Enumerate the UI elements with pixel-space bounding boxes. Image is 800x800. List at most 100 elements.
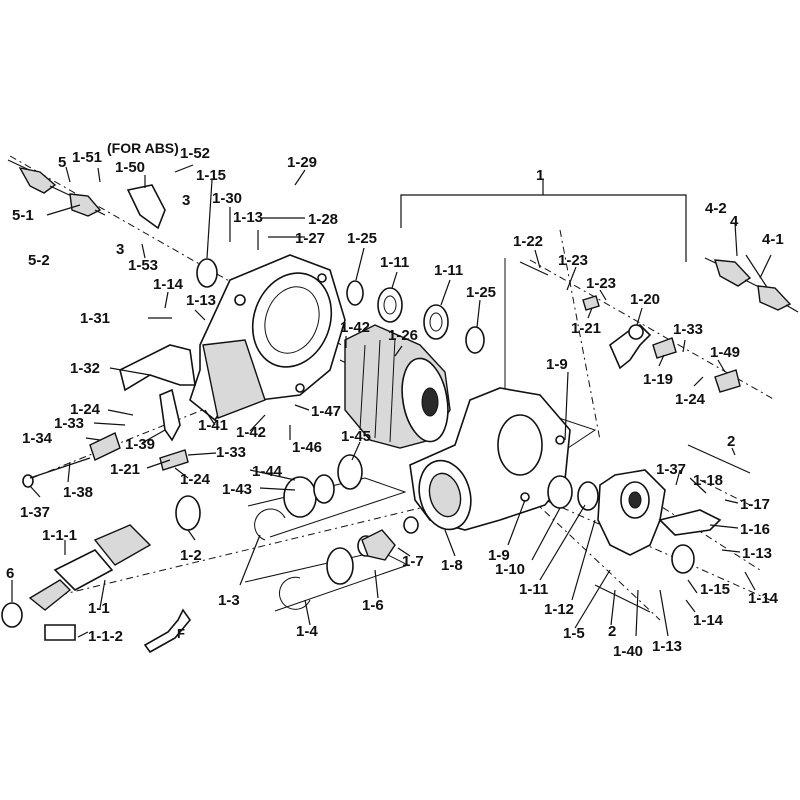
- label-1-11: 1-11: [519, 581, 548, 598]
- seals-and-bearings: [1, 258, 695, 628]
- label-1-1: 1-1: [88, 600, 110, 617]
- label-1-34: 1-34: [22, 430, 53, 447]
- label-4-1: 4-1: [762, 231, 784, 248]
- label-1-9: 1-9: [546, 356, 568, 373]
- left-case-housing: [189, 254, 346, 422]
- label-1-23: 1-23: [586, 275, 616, 292]
- label-1-11: 1-11: [434, 262, 463, 279]
- label-1-42: 1-42: [236, 424, 266, 441]
- label-1-25: 1-25: [347, 230, 377, 247]
- label-1-50: 1-50: [115, 159, 145, 176]
- label-1-24: 1-24: [70, 401, 101, 418]
- left-drive-shaft: [7, 159, 106, 217]
- label-1-32: 1-32: [70, 360, 100, 377]
- label-1-10: 1-10: [495, 561, 525, 578]
- label-1-1-2: 1-1-2: [88, 628, 123, 645]
- label-1-27: 1-27: [295, 230, 325, 247]
- label-1-2: 1-2: [180, 547, 202, 564]
- label-3: 3: [116, 241, 124, 258]
- part-labels: 1 5 5-1 5-2 1-51 (FOR ABS) 1-50 1-52 1-1…: [6, 140, 784, 660]
- linkage-bracket: [119, 184, 196, 392]
- label-1-31: 1-31: [80, 310, 110, 327]
- right-drive-shaft: [704, 257, 799, 313]
- label-4-2: 4-2: [705, 200, 727, 217]
- label-for-abs: (FOR ABS): [107, 140, 179, 156]
- label-1-5: 1-5: [563, 625, 585, 642]
- label-1-43: 1-43: [222, 481, 252, 498]
- label-3: 3: [182, 192, 190, 209]
- label-1-49: 1-49: [710, 344, 740, 361]
- label-1-19: 1-19: [643, 371, 673, 388]
- propeller-shaft-yoke: [28, 524, 152, 641]
- label-1-44: 1-44: [252, 463, 283, 480]
- label-1-1-1: 1-1-1: [42, 527, 77, 544]
- label-1-47: 1-47: [311, 403, 341, 420]
- label-1-30: 1-30: [212, 190, 242, 207]
- label-1-13: 1-13: [652, 638, 682, 655]
- label-1-53: 1-53: [128, 257, 158, 274]
- label-1-3: 1-3: [218, 592, 240, 609]
- leader-lines: [11, 164, 756, 638]
- label-4: 4: [730, 213, 739, 230]
- label-1-28: 1-28: [308, 211, 338, 228]
- label-5: 5: [58, 154, 66, 171]
- label-1: 1: [536, 167, 544, 184]
- label-1-13: 1-13: [742, 545, 772, 562]
- label-5-2: 5-2: [28, 252, 50, 269]
- label-1-42: 1-42: [340, 319, 370, 336]
- front-marker-label: F: [177, 626, 185, 641]
- label-1-37: 1-37: [656, 461, 686, 478]
- label-1-22: 1-22: [513, 233, 543, 250]
- label-1-7: 1-7: [402, 553, 424, 570]
- label-1-33: 1-33: [216, 444, 246, 461]
- label-1-24: 1-24: [180, 471, 211, 488]
- label-1-16: 1-16: [740, 521, 770, 538]
- label-1-46: 1-46: [292, 439, 322, 456]
- label-1-21: 1-21: [110, 461, 140, 478]
- label-1-15: 1-15: [196, 167, 226, 184]
- label-1-13: 1-13: [233, 209, 263, 226]
- label-1-52: 1-52: [180, 145, 210, 162]
- label-1-25: 1-25: [466, 284, 496, 301]
- label-1-8: 1-8: [441, 557, 463, 574]
- label-1-17: 1-17: [740, 496, 770, 513]
- label-1-26: 1-26: [388, 327, 418, 344]
- label-1-12: 1-12: [544, 601, 574, 618]
- center-case-housing: [409, 387, 571, 531]
- shift-shafts-and-springs: [29, 261, 751, 613]
- label-1-13: 1-13: [186, 292, 216, 309]
- label-1-39: 1-39: [125, 436, 155, 453]
- label-1-33: 1-33: [54, 415, 84, 432]
- label-5-1: 5-1: [12, 207, 34, 224]
- label-1-24: 1-24: [675, 391, 706, 408]
- label-1-14: 1-14: [153, 276, 184, 293]
- label-1-41: 1-41: [198, 417, 228, 434]
- label-1-38: 1-38: [63, 484, 93, 501]
- label-1-4: 1-4: [296, 623, 318, 640]
- snap-rings: [254, 508, 311, 610]
- shift-fork-parts: [159, 324, 652, 471]
- label-1-29: 1-29: [287, 154, 317, 171]
- label-1-21: 1-21: [571, 320, 601, 337]
- label-1-11: 1-11: [380, 254, 409, 271]
- label-1-33: 1-33: [673, 321, 703, 338]
- bracket-group-1: [400, 180, 687, 262]
- label-1-15: 1-15: [700, 581, 730, 598]
- label-1-14: 1-14: [748, 590, 779, 607]
- label-1-18: 1-18: [693, 472, 723, 489]
- label-1-45: 1-45: [341, 428, 371, 445]
- label-1-20: 1-20: [630, 291, 660, 308]
- label-1-40: 1-40: [613, 643, 643, 660]
- label-6: 6: [6, 565, 14, 582]
- label-2: 2: [608, 623, 616, 640]
- label-1-9: 1-9: [488, 547, 510, 564]
- label-1-37: 1-37: [20, 504, 50, 521]
- front-direction-marker: F: [143, 608, 192, 654]
- differential-case: [344, 324, 451, 449]
- label-1-14: 1-14: [693, 612, 724, 629]
- label-1-6: 1-6: [362, 597, 384, 614]
- label-1-51: 1-51: [72, 149, 102, 166]
- right-cover-housing: [597, 469, 722, 556]
- label-2: 2: [727, 433, 735, 450]
